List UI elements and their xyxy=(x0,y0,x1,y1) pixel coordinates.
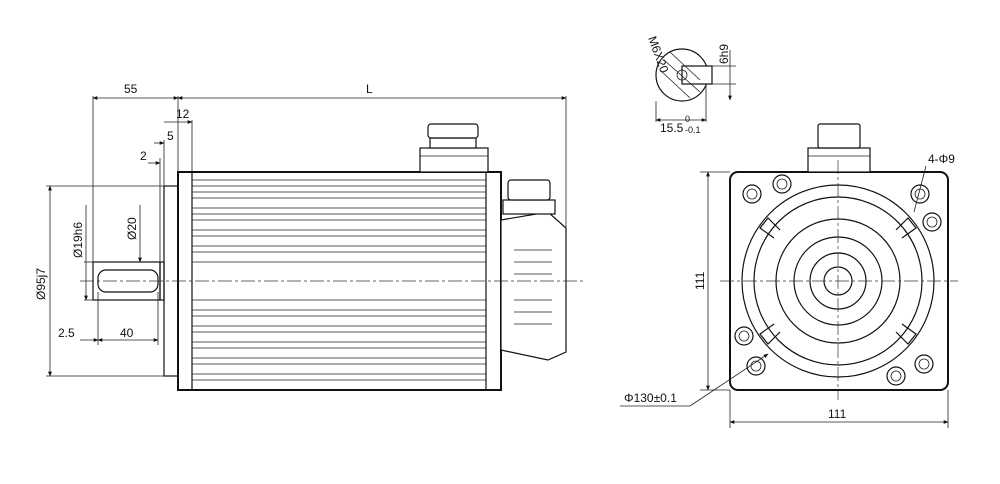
encoder-housing xyxy=(500,179,567,361)
dim-130: Φ130±0.1 xyxy=(624,391,677,405)
side-view: 55 L 12 5 2 Ø95j7 Ø19h6 Ø20 2.5 xyxy=(34,82,585,391)
front-connector xyxy=(807,123,871,173)
dim-L: L xyxy=(366,82,373,96)
dim-5: 5 xyxy=(167,129,174,143)
dim-2-5: 2.5 xyxy=(58,326,75,340)
dim-6h9: 6h9 xyxy=(717,44,731,64)
power-connector xyxy=(419,123,489,173)
front-view: 4-Φ9 111 111 Φ130±0.1 xyxy=(620,123,958,428)
dim-15-5-upper: 0 xyxy=(685,114,690,124)
dim-111-vertical: 111 xyxy=(693,271,707,290)
dim-2: 2 xyxy=(140,149,147,163)
cooling-fins xyxy=(192,179,486,381)
dim-20: Ø20 xyxy=(125,217,139,240)
dim-4-holes: 4-Φ9 xyxy=(928,152,955,166)
shaft-section-view: 6h9 M6X20 15.5 0 -0.1 xyxy=(645,34,736,135)
dim-55: 55 xyxy=(124,82,138,96)
dim-40: 40 xyxy=(120,326,134,340)
dim-15-5: 15.5 xyxy=(660,121,684,135)
dim-111-horizontal: 111 xyxy=(828,407,847,421)
dim-15-5-lower: -0.1 xyxy=(685,125,701,135)
dim-19h6: Ø19h6 xyxy=(71,222,85,258)
dim-95j7: Ø95j7 xyxy=(34,268,48,300)
key-spec: M6X20 xyxy=(645,34,671,75)
mounting-holes xyxy=(734,174,942,386)
dim-12: 12 xyxy=(176,107,190,121)
